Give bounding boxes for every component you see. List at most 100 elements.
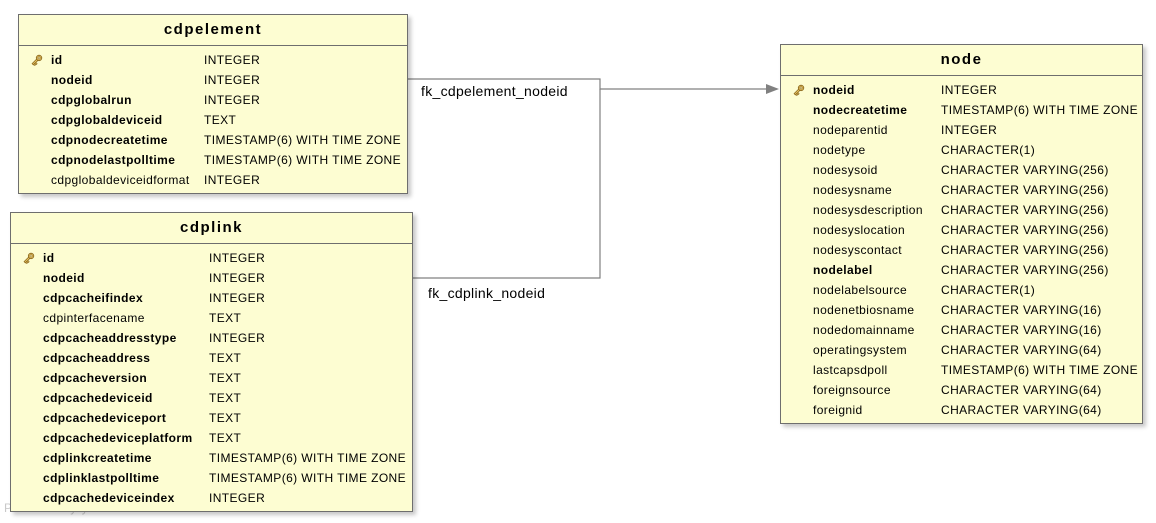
table-rows: id INTEGER nodeid INTEGER cdpcacheifinde (11, 244, 412, 511)
column-type: CHARACTER(1) (941, 143, 1036, 157)
table-row: cdplinklastpolltime TIMESTAMP(6) WITH TI… (11, 468, 412, 488)
column-name: cdpglobaldeviceidformat (51, 173, 190, 187)
column-type: CHARACTER(1) (941, 283, 1036, 297)
column-name: cdpglobalrun (51, 93, 132, 107)
column-name: nodetype (813, 143, 866, 157)
table-row: nodedomainname CHARACTER VARYING(16) (781, 320, 1142, 340)
column-name: cdpcachedeviceindex (43, 491, 175, 505)
column-name: nodesysdescription (813, 203, 923, 217)
column-type: TEXT (209, 411, 242, 425)
column-name: cdpnodecreatetime (51, 133, 168, 147)
column-name: nodesyslocation (813, 223, 906, 237)
table-row: nodeid INTEGER (11, 268, 412, 288)
table-row: foreignsource CHARACTER VARYING(64) (781, 380, 1142, 400)
column-name: cdpcacheaddresstype (43, 331, 177, 345)
table-row: cdpcacheversion TEXT (11, 368, 412, 388)
column-name: id (43, 251, 55, 265)
key-icon-cell (21, 251, 43, 266)
column-type: CHARACTER VARYING(256) (941, 203, 1109, 217)
table-row: cdpcachedeviceindex INTEGER (11, 488, 412, 508)
column-name: foreignsource (813, 383, 891, 397)
table-row: nodesysoid CHARACTER VARYING(256) (781, 160, 1142, 180)
entity-table-node[interactable]: node (780, 44, 1143, 424)
table-row: nodeid INTEGER (781, 80, 1142, 100)
column-name: cdpinterfacename (43, 311, 145, 325)
primary-key-icon (23, 252, 35, 264)
table-row: nodesyscontact CHARACTER VARYING(256) (781, 240, 1142, 260)
column-name: cdpcachedeviceid (43, 391, 153, 405)
column-type: INTEGER (204, 173, 261, 187)
column-name: operatingsystem (813, 343, 908, 357)
table-row: cdpnodelastpolltime TIMESTAMP(6) WITH TI… (19, 150, 407, 170)
column-name: cdpcachedeviceplatform (43, 431, 193, 445)
column-name: nodedomainname (813, 323, 915, 337)
column-type: CHARACTER VARYING(64) (941, 383, 1102, 397)
column-name: nodesyscontact (813, 243, 902, 257)
table-row: nodenetbiosname CHARACTER VARYING(16) (781, 300, 1142, 320)
column-name: nodecreatetime (813, 103, 908, 117)
column-type: CHARACTER VARYING(256) (941, 163, 1109, 177)
column-type: INTEGER (209, 251, 266, 265)
entity-table-cdplink[interactable]: cdplink (10, 212, 413, 512)
column-type: CHARACTER VARYING(64) (941, 403, 1102, 417)
column-name: lastcapsdpoll (813, 363, 888, 377)
arrowhead-icon (766, 84, 779, 94)
table-row: nodetype CHARACTER(1) (781, 140, 1142, 160)
entity-table-cdpelement[interactable]: cdpelement (18, 14, 408, 194)
column-name: cdpglobaldeviceid (51, 113, 163, 127)
column-name: cdpcachedeviceport (43, 411, 167, 425)
table-rows: nodeid INTEGER nodecreatetime TIMESTAMP(… (781, 76, 1142, 423)
column-type: INTEGER (209, 491, 266, 505)
column-name: cdpnodelastpolltime (51, 153, 176, 167)
relation-edge-fk-cdplink-nodeid[interactable] (413, 89, 601, 279)
primary-key-icon (793, 84, 805, 96)
column-name: nodeid (51, 73, 93, 87)
column-type: CHARACTER VARYING(256) (941, 263, 1109, 277)
column-type: TEXT (204, 113, 237, 127)
table-row: cdpnodecreatetime TIMESTAMP(6) WITH TIME… (19, 130, 407, 150)
table-row: cdpcacheifindex INTEGER (11, 288, 412, 308)
table-row: nodecreatetime TIMESTAMP(6) WITH TIME ZO… (781, 100, 1142, 120)
column-type: TIMESTAMP(6) WITH TIME ZONE (941, 363, 1139, 377)
column-name: nodelabel (813, 263, 873, 277)
table-title: node (781, 45, 1142, 76)
column-type: CHARACTER VARYING(256) (941, 183, 1109, 197)
column-name: cdplinkcreatetime (43, 451, 152, 465)
table-row: nodesyslocation CHARACTER VARYING(256) (781, 220, 1142, 240)
column-name: nodelabelsource (813, 283, 908, 297)
table-row: foreignid CHARACTER VARYING(64) (781, 400, 1142, 420)
column-name: id (51, 53, 63, 67)
column-type: TEXT (209, 311, 242, 325)
column-name: cdpcacheversion (43, 371, 148, 385)
table-row: cdpcachedeviceplatform TEXT (11, 428, 412, 448)
column-type: CHARACTER VARYING(64) (941, 343, 1102, 357)
column-type: TIMESTAMP(6) WITH TIME ZONE (204, 133, 402, 147)
column-type: INTEGER (209, 271, 266, 285)
table-title: cdplink (11, 213, 412, 244)
relation-edge-fk-cdpelement-nodeid[interactable] (408, 78, 769, 90)
table-row: cdplinkcreatetime TIMESTAMP(6) WITH TIME… (11, 448, 412, 468)
table-row: cdpcacheaddresstype INTEGER (11, 328, 412, 348)
column-name: cdpcacheaddress (43, 351, 151, 365)
table-row: id INTEGER (19, 50, 407, 70)
column-type: INTEGER (209, 291, 266, 305)
table-row: lastcapsdpoll TIMESTAMP(6) WITH TIME ZON… (781, 360, 1142, 380)
table-row: cdpglobalrun INTEGER (19, 90, 407, 110)
table-row: cdpcachedeviceid TEXT (11, 388, 412, 408)
column-type: INTEGER (941, 83, 998, 97)
table-row: cdpglobaldeviceidformat INTEGER (19, 170, 407, 190)
key-icon-cell (791, 83, 813, 98)
column-name: nodeparentid (813, 123, 888, 137)
table-row: cdpcachedeviceport TEXT (11, 408, 412, 428)
table-row: nodesysdescription CHARACTER VARYING(256… (781, 200, 1142, 220)
column-type: TEXT (209, 431, 242, 445)
relation-label-fk-cdplink-nodeid[interactable]: fk_cdplink_nodeid (428, 285, 546, 301)
table-row: cdpglobaldeviceid TEXT (19, 110, 407, 130)
column-type: TEXT (209, 391, 242, 405)
table-row: nodelabelsource CHARACTER(1) (781, 280, 1142, 300)
column-name: foreignid (813, 403, 863, 417)
column-type: INTEGER (941, 123, 998, 137)
relation-label-fk-cdpelement-nodeid[interactable]: fk_cdpelement_nodeid (421, 83, 568, 99)
table-row: operatingsystem CHARACTER VARYING(64) (781, 340, 1142, 360)
